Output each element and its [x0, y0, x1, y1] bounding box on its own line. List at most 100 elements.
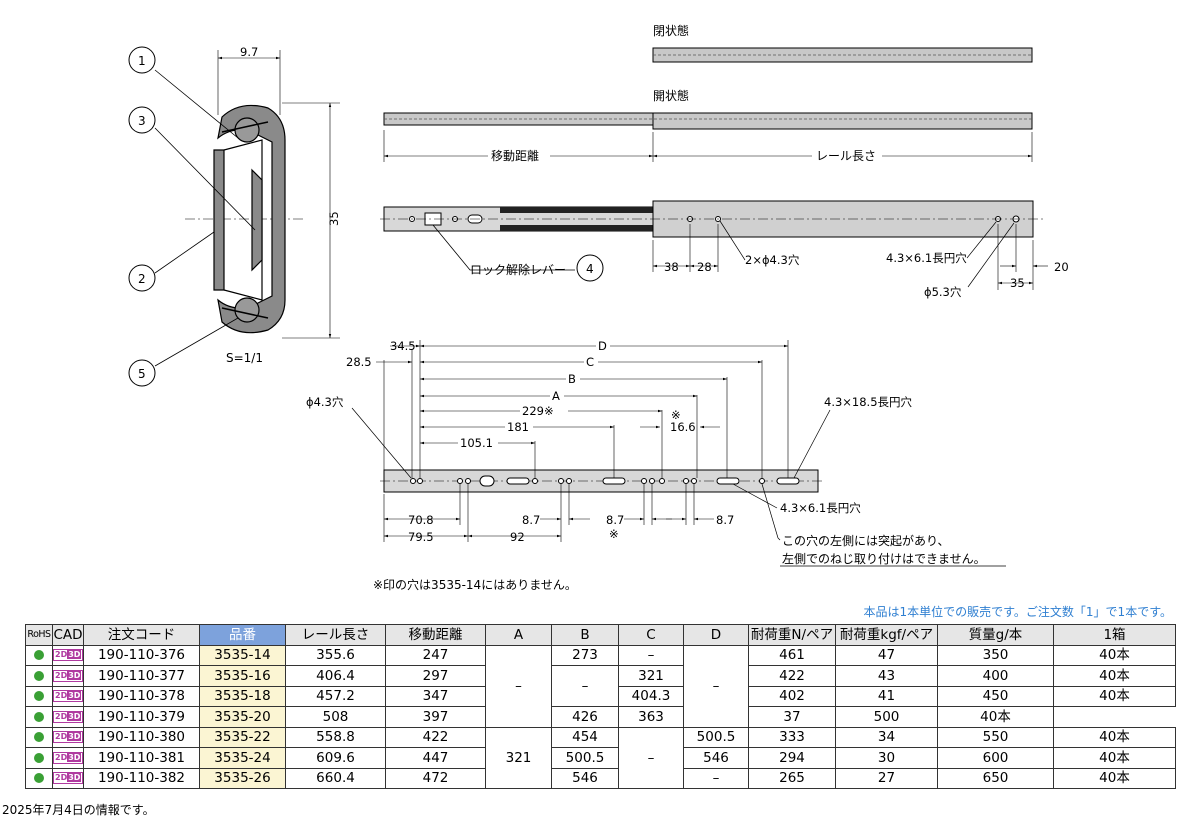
- travel-label: 移動距離: [491, 149, 539, 163]
- svg-text:1: 1: [138, 54, 146, 68]
- travel: 297: [385, 665, 486, 687]
- col-cad: CAD: [52, 624, 84, 646]
- hole-note-line2: 左側でのねじ取り付けはできません。: [782, 551, 986, 566]
- dim-c-cell: –: [618, 726, 684, 789]
- travel: 247: [385, 644, 486, 666]
- box-qty: 40本: [1053, 767, 1176, 789]
- col-load-kgf: 耐荷重kgf/ペア: [835, 624, 938, 646]
- part-number: 3535-24: [199, 747, 286, 769]
- rail-length: 609.6: [285, 747, 386, 769]
- dim-34-5: 34.5: [390, 339, 416, 353]
- dim-b-cell: –: [551, 665, 619, 707]
- cad-download-icon[interactable]: 2D3D: [53, 710, 83, 723]
- travel: 422: [385, 726, 486, 748]
- order-code: 190-110-376: [83, 644, 200, 666]
- rohs-icon: [34, 650, 44, 661]
- dim-92: 92: [510, 530, 525, 544]
- cad-download-icon[interactable]: 2D3D: [53, 731, 83, 744]
- dim-b-cell: 500.5: [551, 747, 619, 769]
- order-code: 190-110-380: [83, 726, 200, 748]
- order-code: 190-110-382: [83, 767, 200, 789]
- svg-text:5: 5: [138, 367, 146, 381]
- balloon-1: 1: [128, 46, 156, 74]
- dim-28: 28: [697, 260, 712, 274]
- technical-drawing: 9.7 35 1 3 2 5 S=1/1 閉状態 開状態 移動距離 レール長さ: [128, 23, 1069, 592]
- dim-a-cell: 321: [485, 726, 552, 789]
- part-number: 3535-18: [199, 685, 286, 707]
- load-kgf: 37: [748, 706, 836, 728]
- rohs-icon: [34, 752, 44, 763]
- cad-download-icon[interactable]: 2D3D: [53, 751, 83, 764]
- travel: 347: [385, 685, 486, 707]
- dim-c-cell: –: [618, 644, 684, 666]
- rail-length-label: レール長さ: [816, 149, 876, 163]
- col-box: 1箱: [1053, 624, 1176, 646]
- table-row: 2D3D 190-110-378 3535-18 457.2 347 404.3…: [25, 685, 1176, 707]
- rail-length: 508: [285, 706, 386, 728]
- table-row: 2D3D 190-110-380 3535-22 558.8 422 321 4…: [25, 726, 1176, 789]
- col-load-n: 耐荷重N/ペア: [748, 624, 836, 646]
- load-n: 363: [618, 706, 684, 728]
- dim-a-cell: –: [485, 644, 552, 728]
- col-b: B: [551, 624, 619, 646]
- order-code: 190-110-378: [83, 685, 200, 707]
- dim-c-cell: 321: [618, 665, 684, 687]
- dim-B: B: [568, 372, 576, 386]
- dim-width: 9.7: [240, 45, 258, 59]
- cad-download-icon[interactable]: 2D3D: [53, 772, 83, 785]
- box-qty: 40本: [1053, 644, 1176, 666]
- slot-43x61-label: 4.3×6.1長円穴: [886, 251, 967, 265]
- mass: 450: [937, 685, 1054, 707]
- mass: 550: [937, 726, 1054, 748]
- dim-79-5: 79.5: [408, 530, 434, 544]
- cross-section: 9.7 35 1 3 2 5 S=1/1: [128, 45, 341, 387]
- dim-d-cell: 546: [683, 747, 749, 769]
- dim-38: 38: [664, 260, 679, 274]
- dim-16-6-mark: ※: [671, 408, 681, 422]
- load-n: 422: [748, 665, 836, 687]
- table-row: 2D3D 190-110-379 3535-20 508 397 426 363…: [25, 706, 1176, 728]
- hole-note-line1: この穴の左側には突起があり、: [782, 533, 950, 548]
- sales-note: 本品は1本単位での販売です。ご注文数「1」で1本です。: [863, 605, 1172, 619]
- table-header-row: RoHS CAD 注文コード 品番 レール長さ 移動距離 A B C D 耐荷重…: [25, 624, 1176, 646]
- dim-height: 35: [327, 211, 341, 226]
- balloon-3: 3: [128, 106, 156, 134]
- rohs-icon: [34, 773, 44, 784]
- hole-2x43-label: 2×ϕ4.3穴: [745, 253, 800, 267]
- rail-length: 355.6: [285, 644, 386, 666]
- cad-download-icon[interactable]: 2D3D: [53, 649, 83, 662]
- state-views: 閉状態 開状態 移動距離 レール長さ: [383, 23, 1033, 164]
- svg-text:2: 2: [138, 272, 146, 286]
- load-kgf: 27: [835, 767, 938, 789]
- load-n: 461: [748, 644, 836, 666]
- part-number: 3535-16: [199, 665, 286, 687]
- dim-28-5: 28.5: [346, 355, 372, 369]
- table-row: 2D3D 190-110-377 3535-16 406.4 297 – 321…: [25, 665, 1176, 707]
- rail-length: 660.4: [285, 767, 386, 789]
- load-kgf: 47: [835, 644, 938, 666]
- dim-b-cell: 546: [551, 767, 619, 789]
- rail-length: 457.2: [285, 685, 386, 707]
- table-row: 2D3D 190-110-376 3535-14 355.6 247 – 273…: [25, 644, 1176, 728]
- col-order-code: 注文コード: [83, 624, 200, 646]
- dim-105-1: 105.1: [460, 436, 493, 450]
- dim-229: 229※: [522, 404, 554, 418]
- slot-long-label: 4.3×18.5長円穴: [824, 395, 913, 409]
- mass: 650: [937, 767, 1054, 789]
- load-kgf: 41: [835, 685, 938, 707]
- cad-download-icon[interactable]: 2D3D: [53, 690, 83, 703]
- load-n: 402: [748, 685, 836, 707]
- box-qty: 40本: [1053, 726, 1176, 748]
- travel: 472: [385, 767, 486, 789]
- slot-short-label: 4.3×6.1長円穴: [780, 501, 861, 515]
- lock-release-lever-label: ロック解除レバー: [470, 262, 566, 277]
- footer-date: 2025年7月4日の情報です。: [2, 803, 155, 817]
- dim-b-cell: 273: [551, 644, 619, 666]
- col-a: A: [485, 624, 552, 646]
- part-number: 3535-26: [199, 767, 286, 789]
- dim-8-7-b: 8.7: [606, 513, 624, 527]
- rohs-icon: [34, 691, 44, 702]
- cad-download-icon[interactable]: 2D3D: [53, 669, 83, 682]
- travel: 397: [385, 706, 486, 728]
- open-state-label: 開状態: [653, 88, 689, 103]
